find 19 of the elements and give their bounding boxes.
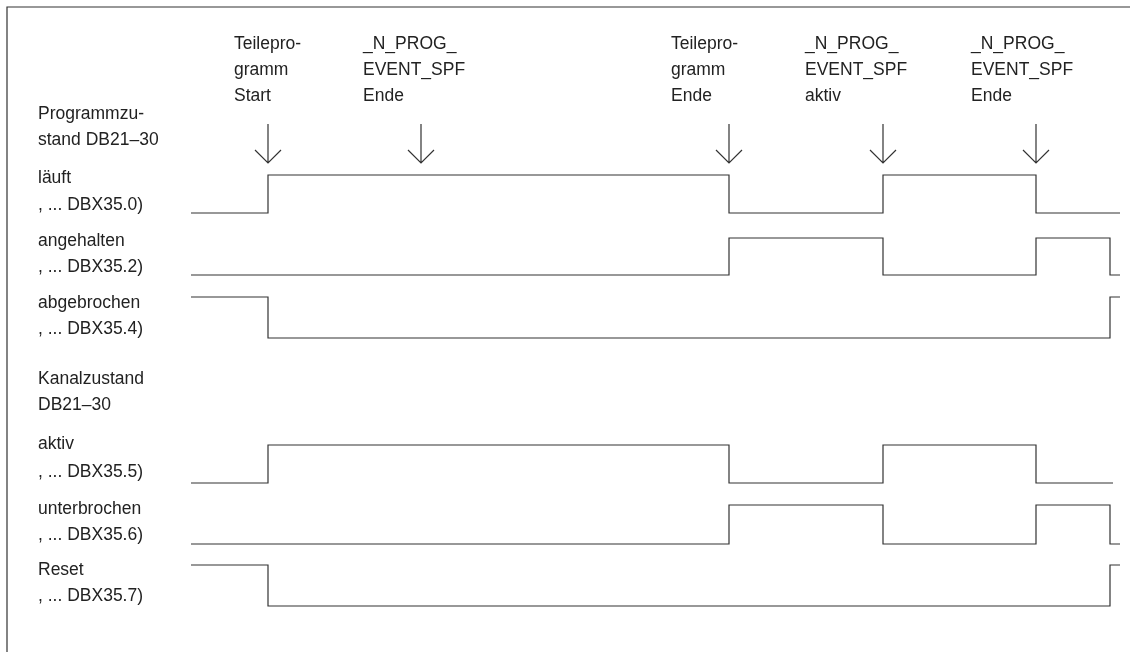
event-label: Teilepro- gramm Start [234,32,303,107]
signal-address: , ... DBX35.2) [38,255,145,278]
signal-address: unterbrochen [38,497,143,520]
signal-name: , ... DBX35.7) [38,584,145,607]
signal-name: läuft [38,166,73,189]
event-label: _N_PROG_ EVENT_SPF Ende [363,32,467,107]
signal-name: , ... DBX35.6) [38,523,145,546]
group-label: Programmzu- stand DB21–30 [38,102,160,151]
signal-name: abgebrochen [38,291,142,314]
signal-name: angehalten [38,229,126,252]
signal-address: aktiv [38,432,75,455]
group-label: Kanalzustand DB21–30 [38,367,146,416]
signal-name: , ... DBX35.5) [38,460,145,483]
signal-address: Reset [38,558,85,581]
event-label: _N_PROG_ EVENT_SPF Ende [971,32,1075,107]
signal-address: , ... DBX35.0) [38,193,145,216]
event-label: Teilepro- gramm Ende [671,32,740,107]
signal-address: , ... DBX35.4) [38,317,145,340]
event-label: _N_PROG_ EVENT_SPF aktiv [805,32,909,107]
